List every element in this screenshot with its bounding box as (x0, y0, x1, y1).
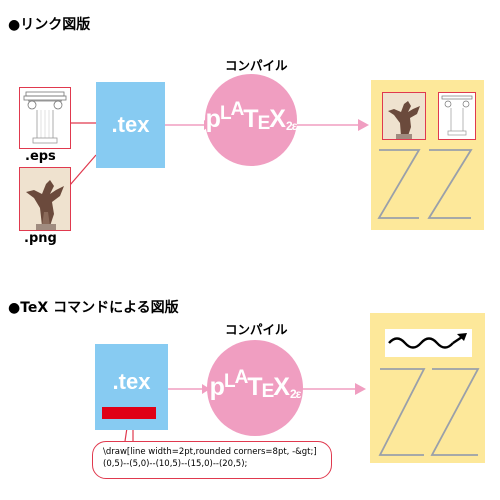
compiler-to-output-arrowhead-2 (355, 383, 366, 395)
placeholder-glyphs-section2 (378, 368, 480, 456)
eps-thumbnail (19, 87, 71, 149)
glyph-z-4 (430, 368, 480, 456)
output-page-section1 (371, 80, 484, 230)
statue-image-small (383, 93, 425, 139)
statue-image (20, 168, 70, 230)
wave-figure-box (385, 329, 472, 357)
placeholder-glyphs-section1 (377, 149, 473, 219)
wave-arrow-figure (388, 333, 467, 349)
tex-file-box: .tex (96, 82, 165, 168)
output-page-section2 (370, 313, 485, 463)
compile-label-section2: コンパイル (225, 322, 288, 337)
code-line-2: (0,5)--(5,0)--(10,5)--(15,0)--(20,5); (103, 459, 248, 469)
eps-label: .eps (25, 149, 56, 164)
code-highlight-bar (102, 407, 156, 419)
column-image-small (441, 95, 473, 136)
tex-to-compiler-arrowhead-2 (202, 384, 210, 394)
png-label: .png (24, 231, 57, 246)
output-png-thumbnail (382, 92, 426, 140)
glyph-z-3 (378, 368, 426, 456)
wave-arrowhead (457, 333, 467, 341)
column-image (23, 91, 67, 144)
tikz-code-callout: \draw[line width=2pt,rounded corners=8pt… (92, 441, 332, 479)
png-connector (69, 154, 97, 186)
tex-file-label-2: .tex (112, 369, 151, 394)
glyph-z-1 (377, 149, 421, 219)
output-eps-thumbnail (438, 92, 476, 140)
section2-heading: ●TeX コマンドによる図版 (8, 300, 179, 316)
tex-file-label: .tex (111, 112, 150, 137)
compile-label-section1: コンパイル (225, 58, 288, 73)
compiler-to-output-arrowhead (358, 119, 369, 131)
section1-heading: ●リンク図版 (8, 17, 91, 33)
glyph-z-2 (427, 149, 473, 219)
code-line-1: \draw[line width=2pt,rounded corners=8pt… (103, 447, 317, 457)
png-thumbnail (19, 167, 71, 231)
wave-line (388, 337, 454, 349)
